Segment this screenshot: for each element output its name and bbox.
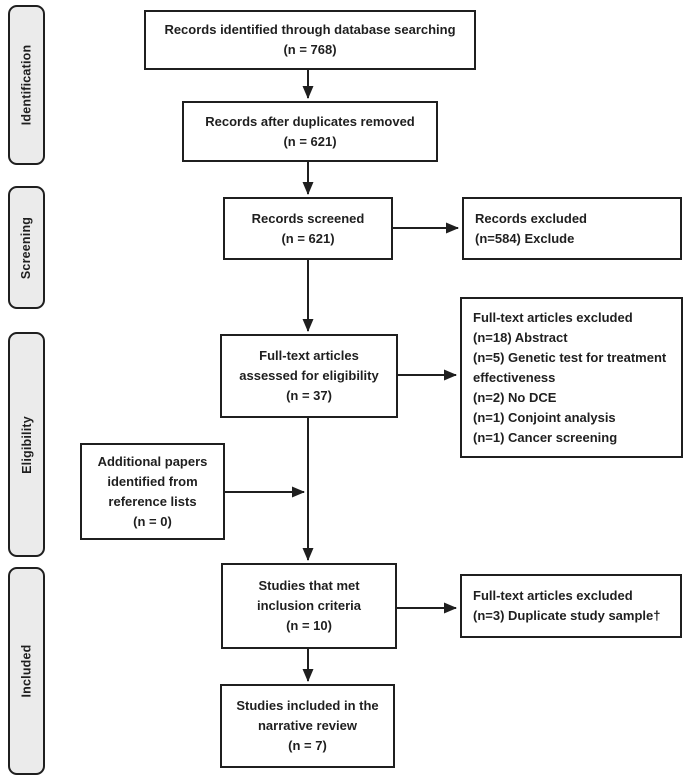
stage-identification: Identification bbox=[8, 5, 45, 165]
box-text-line: (n=1) Conjoint analysis bbox=[473, 409, 616, 425]
box-text-line: Full-text articles excluded bbox=[473, 588, 633, 603]
stage-screening-label: Screening bbox=[19, 216, 34, 279]
box-text-line: assessed for eligibility bbox=[239, 368, 379, 383]
box-text-line: (n=3) Duplicate study sample† bbox=[473, 608, 661, 623]
box-records-excluded: Records excluded (n=584) Exclude bbox=[462, 197, 682, 260]
box-text-line: Full-text articles bbox=[259, 348, 359, 363]
stage-included-label: Included bbox=[19, 644, 34, 698]
box-text-line: (n = 37) bbox=[286, 388, 332, 403]
box-additional-papers: Additional papers identified from refere… bbox=[80, 443, 225, 540]
box-text-line: Records excluded bbox=[475, 210, 587, 226]
box-text-line: (n=5) Genetic test for treatment bbox=[473, 349, 667, 365]
box-text-line: (n=1) Cancer screening bbox=[473, 429, 618, 445]
box-text-line: Full-text articles excluded bbox=[473, 309, 633, 325]
box-text-line: Studies that met bbox=[258, 578, 360, 593]
box-text-line: reference lists bbox=[108, 493, 197, 509]
box-text-line: (n = 768) bbox=[283, 42, 337, 57]
box-text-line: (n=18) Abstract bbox=[473, 329, 568, 345]
stage-included: Included bbox=[8, 567, 45, 775]
box-text-line: Records screened bbox=[251, 210, 365, 226]
box-text-line: (n = 7) bbox=[288, 738, 327, 753]
box-records-screened: Records screened (n = 621) bbox=[223, 197, 393, 260]
box-fulltext-excluded-duplicate: Full-text articles excluded (n=3) Duplic… bbox=[460, 574, 682, 638]
stage-eligibility-label: Eligibility bbox=[19, 415, 34, 474]
box-text-line: Additional papers bbox=[97, 453, 208, 469]
box-text-line: identified from bbox=[107, 473, 198, 489]
box-text-line: Records after duplicates removed bbox=[205, 113, 415, 129]
stage-eligibility: Eligibility bbox=[8, 332, 45, 557]
box-text-line: (n = 10) bbox=[286, 618, 332, 633]
box-fulltext-assessed: Full-text articles assessed for eligibil… bbox=[220, 334, 398, 418]
stage-identification-label: Identification bbox=[19, 44, 34, 126]
stage-screening: Screening bbox=[8, 186, 45, 309]
box-text-line: narrative review bbox=[257, 718, 357, 733]
box-text-line: (n = 621) bbox=[281, 230, 335, 246]
box-fulltext-excluded: Full-text articles excluded (n=18) Abstr… bbox=[460, 297, 683, 458]
box-text-line: Records identified through database sear… bbox=[164, 22, 456, 37]
box-records-identified: Records identified through database sear… bbox=[144, 10, 476, 70]
box-text-line: Studies included in the bbox=[236, 698, 379, 713]
box-text-line: effectiveness bbox=[473, 369, 556, 385]
box-text-line: (n = 621) bbox=[283, 133, 337, 149]
box-records-duplicates: Records after duplicates removed (n = 62… bbox=[182, 101, 438, 162]
box-text-line: (n=2) No DCE bbox=[473, 389, 557, 405]
box-studies-met: Studies that met inclusion criteria (n =… bbox=[221, 563, 397, 649]
box-text-line: (n=584) Exclude bbox=[475, 230, 575, 246]
box-text-line: (n = 0) bbox=[133, 513, 172, 529]
box-studies-included: Studies included in the narrative review… bbox=[220, 684, 395, 768]
box-text-line: inclusion criteria bbox=[256, 598, 362, 613]
